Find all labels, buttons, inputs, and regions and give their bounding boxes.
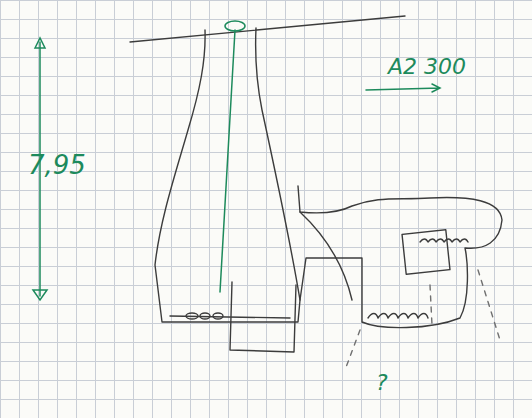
dashed-drop bbox=[345, 330, 360, 370]
bead bbox=[186, 313, 198, 319]
arrow-head bbox=[33, 290, 47, 300]
arrow-head bbox=[35, 38, 45, 48]
vertical-axis bbox=[220, 30, 235, 292]
flask-bottom bbox=[170, 316, 290, 318]
sample-box bbox=[402, 230, 450, 274]
question-mark: ? bbox=[376, 372, 388, 394]
dashed-drop bbox=[430, 285, 432, 325]
direction-label: A2 300 bbox=[388, 56, 466, 78]
bead bbox=[200, 313, 210, 319]
stand-rod bbox=[130, 16, 405, 42]
bead bbox=[213, 313, 223, 319]
dashed-drop bbox=[478, 270, 500, 340]
tray-beads bbox=[368, 314, 428, 319]
beaker bbox=[230, 282, 296, 352]
flask-outline bbox=[155, 28, 300, 322]
dimension-value: 7,95 bbox=[28, 152, 86, 178]
direction-arrow bbox=[366, 84, 440, 92]
box-beads bbox=[420, 239, 468, 242]
tube-line bbox=[300, 212, 352, 300]
tray-vessel bbox=[298, 186, 502, 328]
